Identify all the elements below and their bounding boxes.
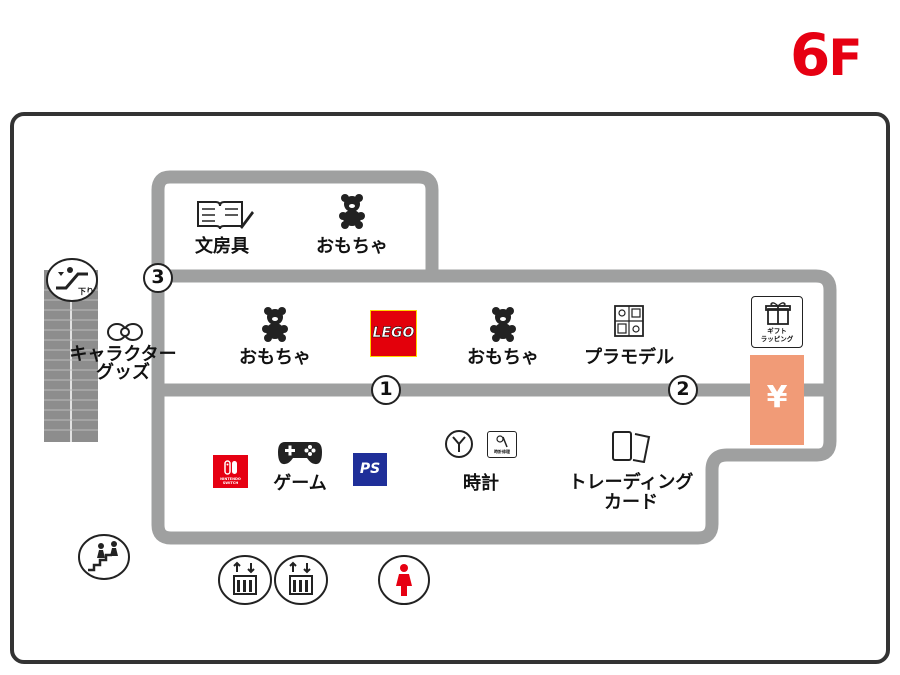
floor-outline [10, 112, 890, 664]
gift-wrapping-line-1: ギフト [767, 327, 787, 335]
watch-repair-icon [496, 435, 508, 448]
teddy-bear-icon [260, 306, 290, 346]
watch-repair-label: 時計修理 [494, 449, 510, 454]
floor-number-digit: 6 [790, 21, 830, 89]
character-goods-line-2: グッズ [96, 362, 150, 383]
route-corridors [151, 170, 837, 545]
gift-wrapping-line-2: ラッピング [760, 335, 794, 343]
nintendo-switch-logo: NINTENDO SWITCH [213, 455, 248, 488]
gamepad-icon [277, 440, 323, 470]
elevator-icon [217, 554, 273, 610]
floor-number: 6F [790, 26, 863, 87]
area-label-stationery: 文房具 [195, 236, 249, 257]
area-label-plastic-models: プラモデル [584, 347, 674, 368]
stairs-icon [78, 534, 130, 584]
escalator-down-icon [46, 258, 98, 306]
playstation-logo: PS [353, 453, 387, 486]
floor-number-suffix: F [828, 29, 862, 87]
cashier-block [750, 355, 804, 445]
entrance-marker-2: 2 [668, 375, 698, 405]
escalator-down-label: 下り [78, 287, 94, 296]
area-label-character-goods: キャラクター グッズ [69, 346, 176, 382]
area-label-games: ゲーム [273, 473, 327, 494]
gift-icon [765, 302, 791, 325]
route-main-loop [151, 170, 837, 545]
ribbon-icon [107, 321, 143, 347]
entrance-marker-1: 1 [371, 375, 401, 405]
watch-repair-sign: 時計修理 [487, 431, 517, 458]
teddy-bear-icon [337, 193, 367, 233]
model-kit-icon [614, 305, 644, 341]
trading-cards-line-2: カード [604, 492, 658, 513]
playstation-logo-text: PS [359, 461, 381, 477]
area-label-toys-mid-right: おもちゃ [467, 347, 539, 368]
lego-logo-text: LEGO [372, 325, 415, 342]
gift-wrapping-label: ギフト ラッピング [752, 327, 802, 343]
notebook-pen-icon [196, 199, 254, 233]
yen-icon: ¥ [766, 380, 788, 415]
gift-wrapping-sign: ギフト ラッピング [751, 296, 803, 348]
cards-icon [611, 429, 651, 467]
area-label-toys-mid-left: おもちゃ [239, 347, 311, 368]
trading-cards-line-1: トレーディング [568, 472, 694, 493]
lego-logo: LEGO [370, 310, 417, 357]
nintendo-switch-logo-text: NINTENDO SWITCH [220, 477, 241, 485]
entrance-marker-3: 3 [143, 263, 173, 293]
clock-icon [444, 429, 474, 463]
area-label-trading-cards: トレーディング カード [569, 473, 694, 513]
elevator-icon [273, 554, 329, 610]
character-goods-line-1: キャラクター [69, 344, 177, 365]
area-label-watches: 時計 [463, 473, 499, 494]
area-label-toys-upper: おもちゃ [316, 236, 388, 257]
womens-restroom-icon [377, 554, 431, 610]
teddy-bear-icon [488, 306, 518, 346]
